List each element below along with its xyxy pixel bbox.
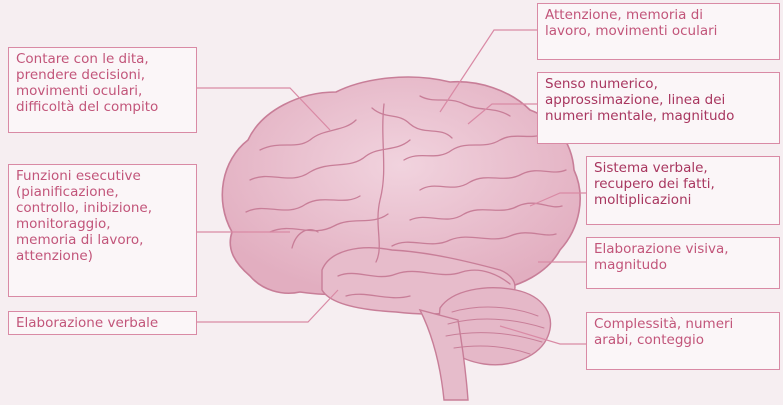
label-complexity-arabic: Complessità, numeri arabi, conteggio [586,312,780,370]
label-executive-functions: Funzioni esecutive (pianificazione, cont… [8,164,197,297]
label-attention-memory: Attenzione, memoria di lavoro, movimenti… [537,3,780,60]
label-number-sense: Senso numerico, approssimazione, linea d… [537,72,780,144]
leader-line-left-3 [196,290,338,322]
leader-line-right-5 [500,326,587,344]
label-verbal-processing: Elaborazione verbale [8,311,197,335]
leader-line-left-1 [196,88,330,130]
label-verbal-system: Sistema verbale, recupero dei fatti, mol… [586,156,780,225]
label-visual-processing: Elaborazione visiva, magnitudo [586,237,780,289]
leader-line-right-3 [530,193,587,206]
leader-line-right-2 [468,104,538,124]
label-counting-fingers: Contare con le dita, prendere decisioni,… [8,47,197,133]
leader-line-right-1 [440,30,538,112]
